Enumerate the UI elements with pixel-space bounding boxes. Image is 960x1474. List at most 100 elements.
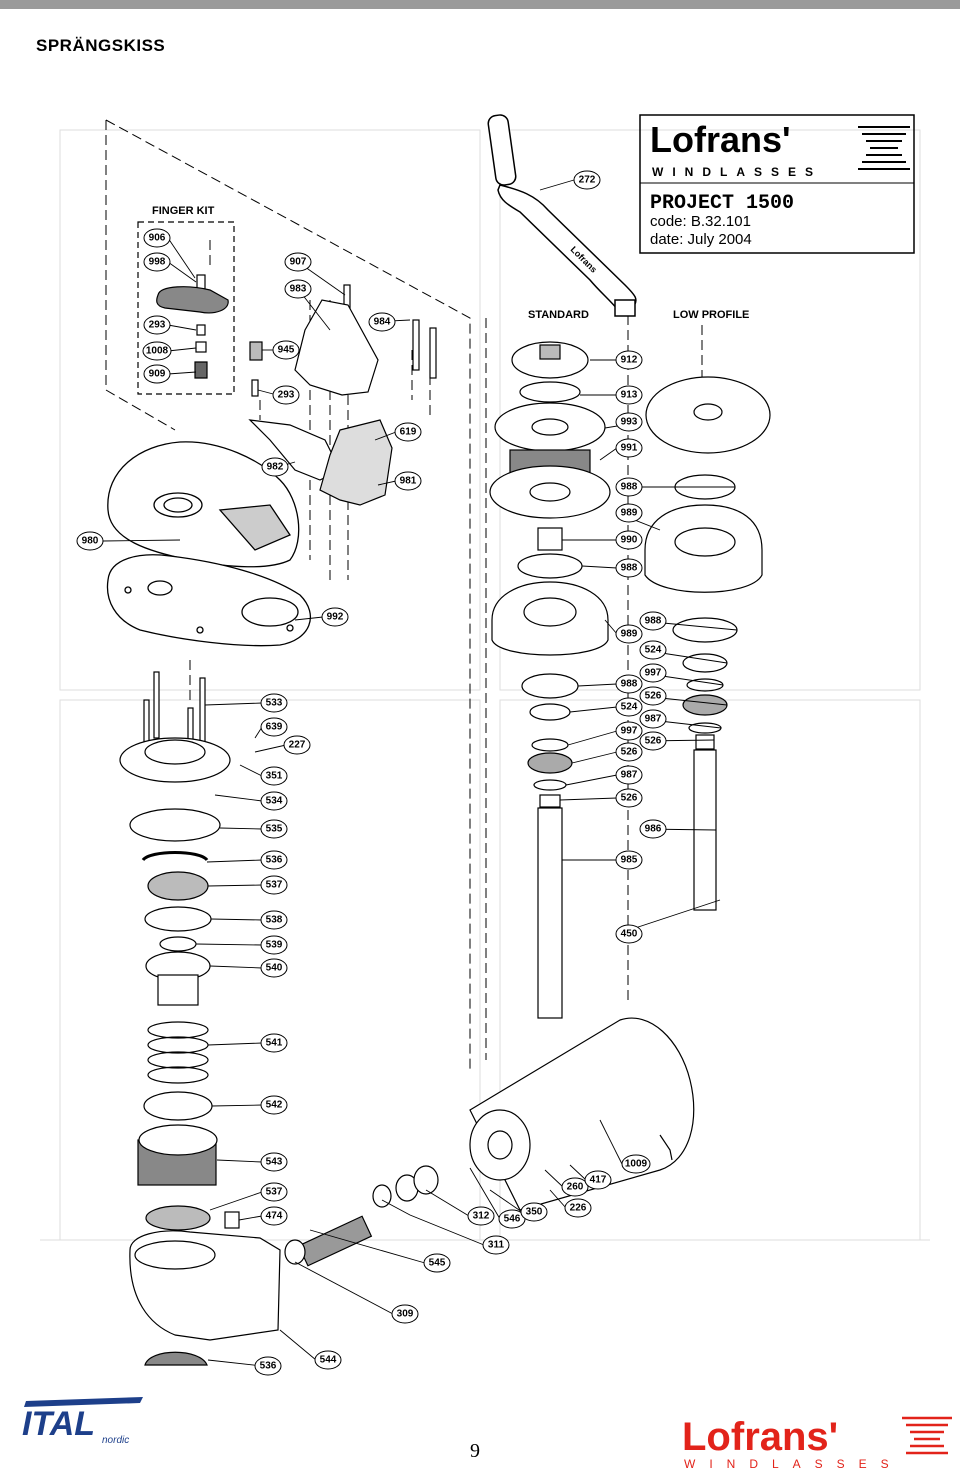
- lofrans-footer-brand: Lofrans': [682, 1415, 838, 1459]
- gasket: [106, 554, 311, 647]
- lower-left-assembly: [119, 671, 281, 1366]
- title-block-project: PROJECT 1500: [650, 192, 794, 215]
- page-title: SPRÄNGSKISS: [36, 36, 166, 55]
- part-label: 540: [266, 963, 283, 974]
- low-profile-label: LOW PROFILE: [673, 309, 749, 321]
- part-label: 526: [645, 736, 662, 747]
- part-label: 546: [504, 1214, 521, 1225]
- part-label: 906: [149, 233, 166, 244]
- part-label: 311: [488, 1240, 505, 1251]
- part-label: 524: [621, 702, 638, 713]
- part-label: 536: [260, 1361, 277, 1372]
- part-label: 913: [621, 390, 638, 401]
- page-number: 9: [470, 1440, 480, 1462]
- crank-handle: [487, 114, 637, 317]
- part-label: 535: [266, 824, 283, 835]
- finger-kit-parts: [156, 274, 437, 397]
- part-label: 450: [621, 929, 638, 940]
- standard-drum-stack: [489, 341, 611, 1019]
- part-label: 539: [266, 940, 283, 951]
- part-label: 945: [278, 345, 295, 356]
- part-label: 543: [266, 1157, 283, 1168]
- part-label: 988: [645, 616, 662, 627]
- part-label: 526: [621, 793, 638, 804]
- part-label: 619: [400, 427, 417, 438]
- lofrans-footer-logo: Lofrans' WINDLASSES: [682, 1415, 952, 1470]
- part-label: 909: [149, 369, 166, 380]
- part-label: 309: [397, 1309, 414, 1320]
- part-label: 351: [266, 771, 283, 782]
- part-label: 526: [621, 747, 638, 758]
- part-label: 1008: [146, 346, 169, 357]
- part-label: 993: [621, 417, 638, 428]
- lofrans-footer-icon: [902, 1416, 952, 1455]
- part-label: 987: [645, 714, 662, 725]
- part-label: 350: [526, 1207, 543, 1218]
- part-label: 474: [266, 1211, 283, 1222]
- motor-assembly: [284, 1017, 695, 1267]
- part-label: 992: [327, 612, 344, 623]
- part-label: 312: [473, 1211, 490, 1222]
- part-label: 998: [149, 257, 166, 268]
- part-label: 533: [266, 698, 283, 709]
- part-label: 293: [149, 320, 166, 331]
- part-label: 544: [320, 1355, 337, 1366]
- part-label: 534: [266, 796, 283, 807]
- title-block-logo-icon: [858, 126, 910, 170]
- part-label: 980: [82, 536, 99, 547]
- ital-logo-text: ITAL: [22, 1405, 95, 1443]
- part-label: 907: [290, 257, 307, 268]
- part-label: 997: [621, 726, 638, 737]
- part-label: 981: [400, 476, 417, 487]
- finger-kit-box: [137, 221, 235, 395]
- part-label: 538: [266, 915, 283, 926]
- part-label: 985: [621, 855, 638, 866]
- part-label: 542: [266, 1100, 283, 1111]
- part-label: 545: [429, 1258, 446, 1269]
- part-label: 988: [621, 482, 638, 493]
- part-label: 988: [621, 563, 638, 574]
- part-label: 990: [621, 535, 638, 546]
- part-label: 526: [645, 691, 662, 702]
- part-label: 997: [645, 668, 662, 679]
- part-label-texts: 272 906 998 907 983 984 293 1008 909 945…: [82, 175, 662, 1372]
- part-label: 991: [621, 443, 638, 454]
- ital-logo-sub: nordic: [102, 1435, 129, 1445]
- part-label: 293: [278, 390, 295, 401]
- standard-label: STANDARD: [528, 309, 589, 321]
- part-label: 989: [621, 629, 638, 640]
- title-block-code: code: B.32.101: [650, 213, 751, 230]
- part-label: 227: [289, 740, 306, 751]
- part-label: 912: [621, 355, 638, 366]
- part-label: 272: [579, 175, 596, 186]
- part-labels: [76, 170, 667, 1376]
- finger-kit-label: FINGER KIT: [152, 205, 215, 217]
- part-label: 639: [266, 722, 283, 733]
- part-label: 986: [645, 824, 662, 835]
- part-label: 987: [621, 770, 638, 781]
- part-label: 989: [621, 508, 638, 519]
- base-plate: [107, 441, 300, 568]
- top-bar: [0, 0, 960, 9]
- title-block-date: date: July 2004: [650, 231, 752, 248]
- part-label: 417: [590, 1175, 607, 1186]
- part-label: 541: [266, 1038, 283, 1049]
- leader-lines: [102, 179, 738, 1367]
- title-block-brand: Lofrans': [650, 119, 791, 160]
- part-label: 226: [570, 1203, 587, 1214]
- part-label: 988: [621, 679, 638, 690]
- part-label: 983: [290, 284, 307, 295]
- part-label: 984: [374, 317, 391, 328]
- title-block-brand-sub: WINDLASSES: [652, 165, 822, 179]
- lofrans-footer-sub: WINDLASSES: [684, 1457, 903, 1470]
- ital-nordic-logo: ITAL nordic: [22, 1397, 143, 1445]
- low-profile-stack: [644, 376, 771, 911]
- part-label: 260: [567, 1182, 584, 1193]
- title-block: [639, 114, 915, 254]
- guard-plates: [248, 299, 393, 506]
- part-label: 524: [645, 645, 662, 656]
- part-label: 982: [267, 462, 284, 473]
- part-label: 537: [266, 880, 283, 891]
- part-label: 537: [266, 1187, 283, 1198]
